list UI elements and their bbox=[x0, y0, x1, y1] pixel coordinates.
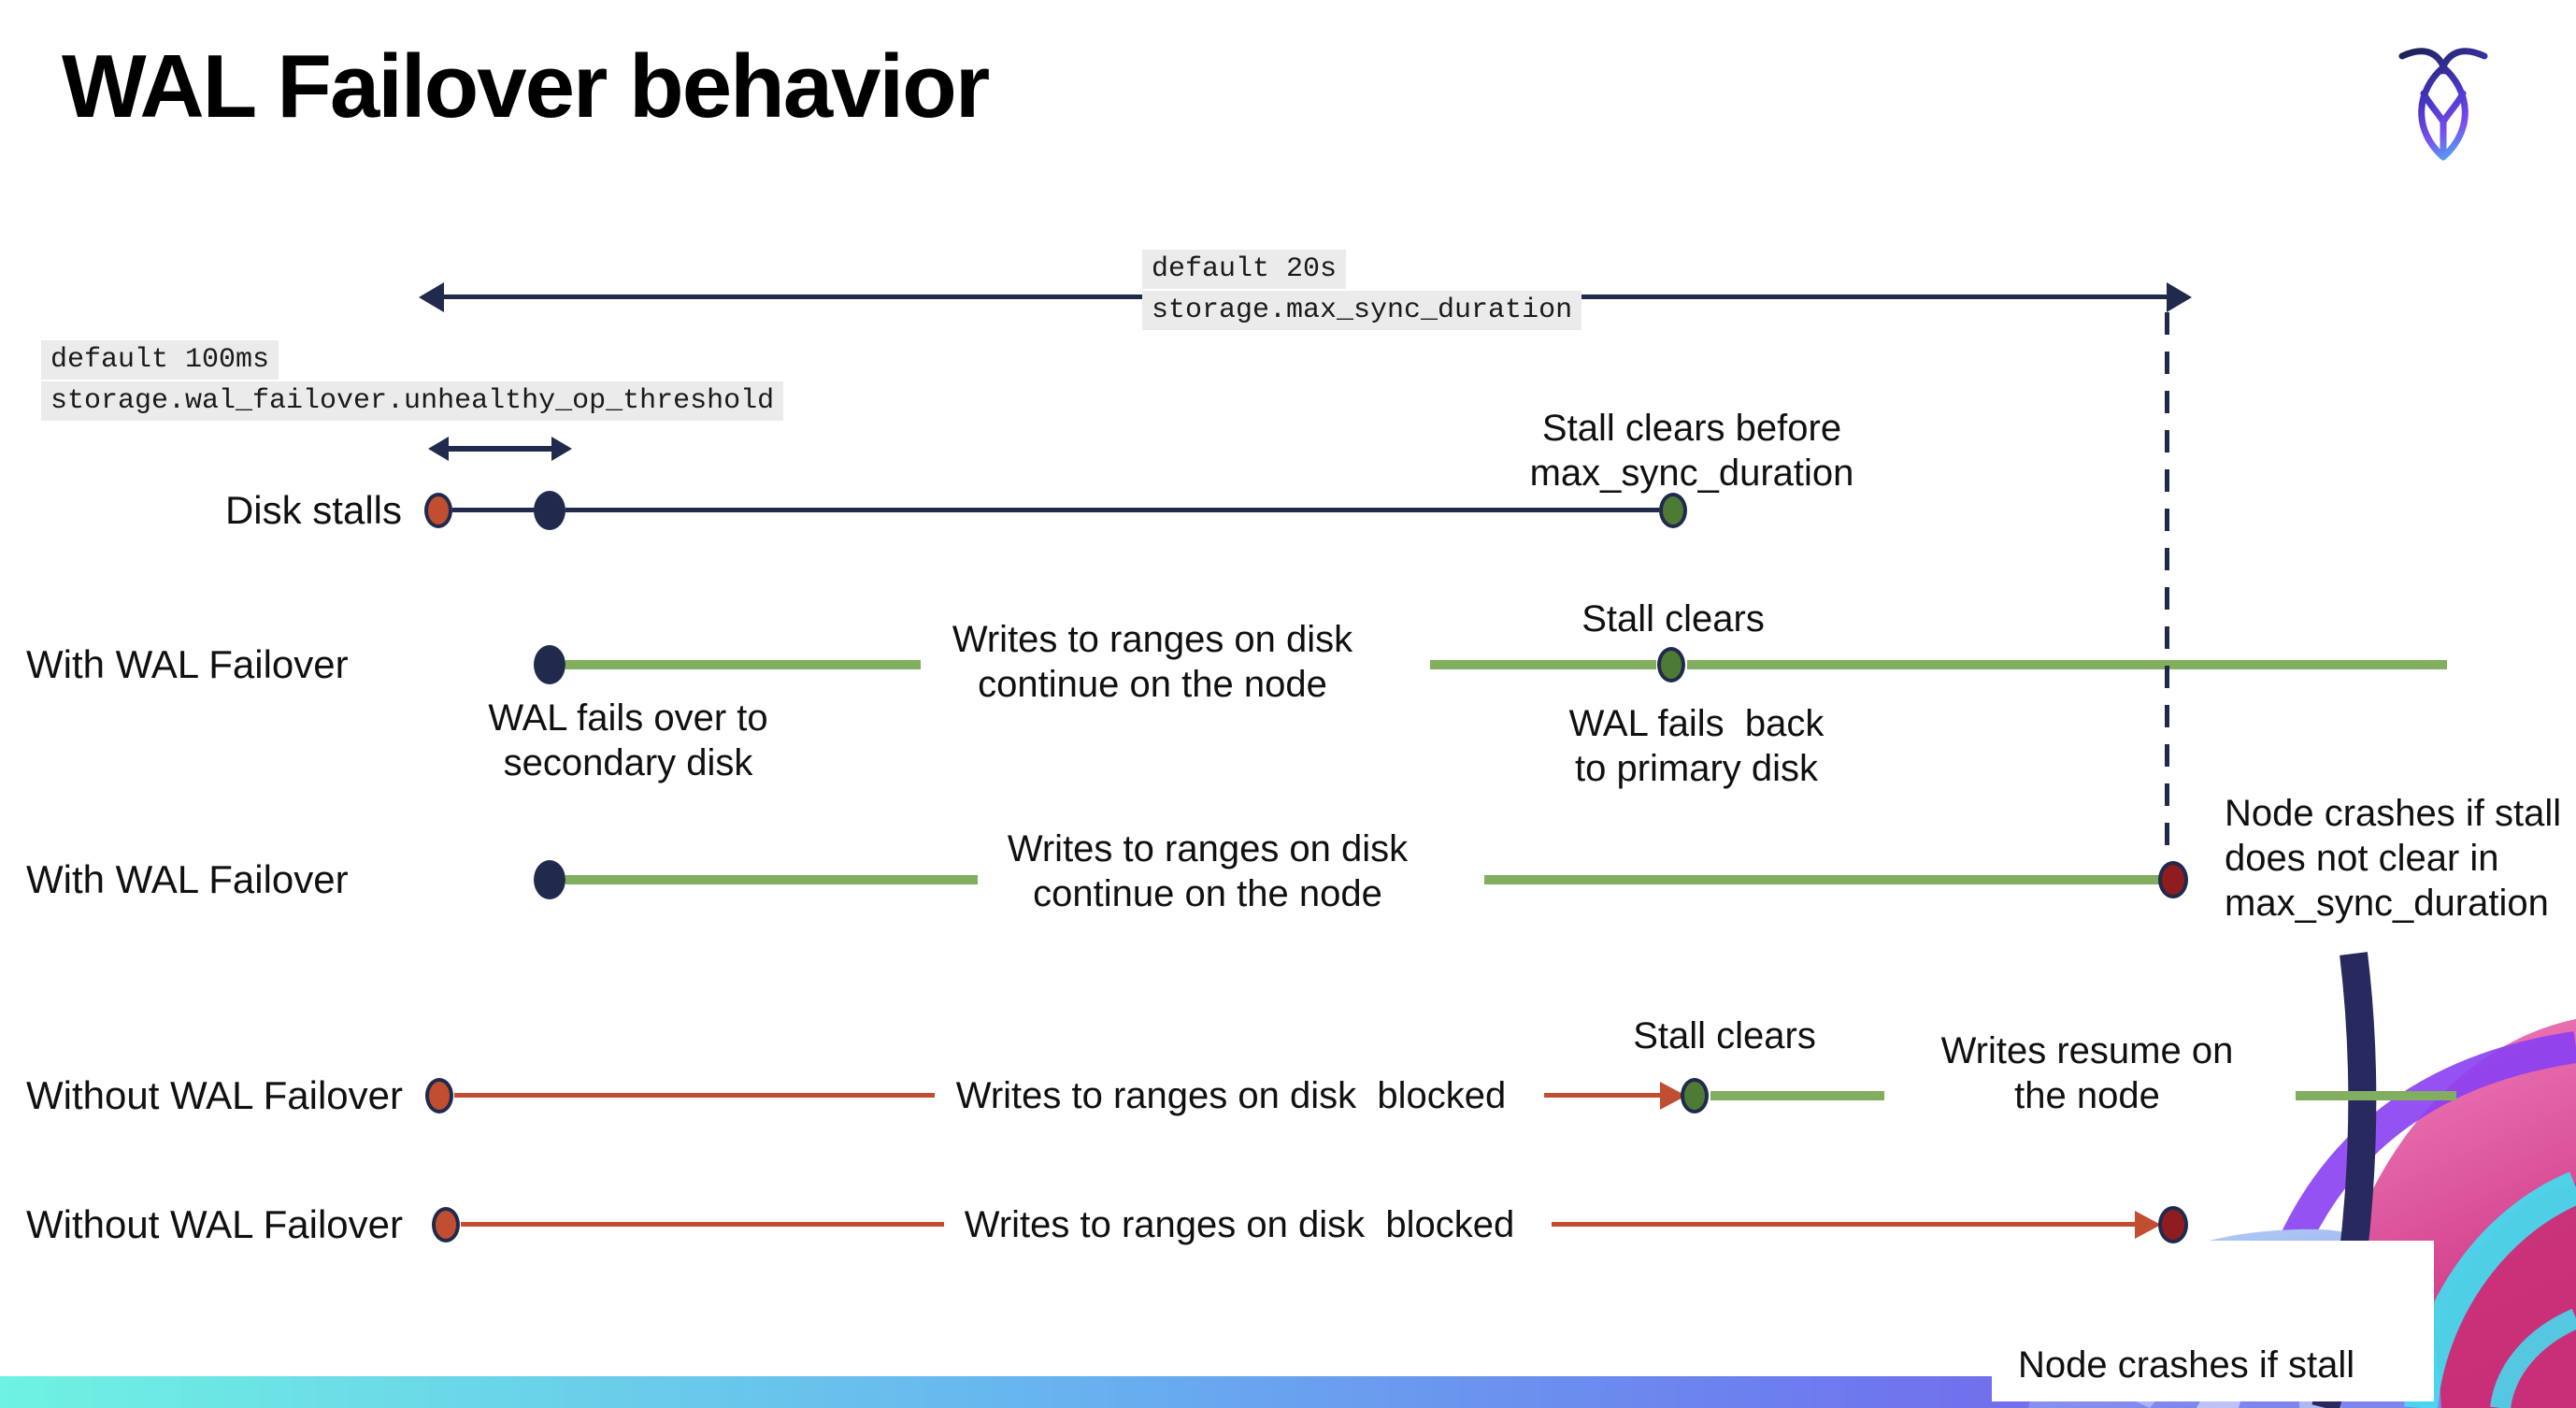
red-arrowhead-icon bbox=[2135, 1211, 2161, 1239]
healthy-writes-segment bbox=[565, 875, 978, 884]
threshold-span-line bbox=[445, 446, 555, 452]
healthy-writes-segment bbox=[565, 660, 921, 669]
annotation-line: max_sync_duration bbox=[1529, 453, 1854, 494]
healthy-writes-segment bbox=[2296, 1091, 2456, 1100]
annotation-line: continue on the node bbox=[1033, 873, 1382, 914]
failover-dot bbox=[534, 860, 565, 899]
timeline-label-without-wal-failover: Without WAL Failover bbox=[26, 1202, 403, 1246]
page-title: WAL Failover behavior bbox=[62, 36, 990, 136]
timeline-label-disk-stalls: Disk stalls bbox=[224, 488, 402, 532]
healthy-writes-segment bbox=[1710, 1091, 1884, 1100]
timeline-label-without-wal-failover: Without WAL Failover bbox=[26, 1073, 403, 1117]
threshold-setting-label: storage.wal_failover.unhealthy_op_thresh… bbox=[41, 381, 784, 421]
annotation-line: secondary disk bbox=[503, 742, 753, 783]
annotation-line: continue on the node bbox=[978, 664, 1327, 705]
annotation-writes-blocked: Writes to ranges on disk blocked bbox=[946, 1073, 1516, 1118]
disk-stall-start-dot bbox=[425, 1078, 453, 1113]
annotation-node-crashes: Node crashes if stall does not clear in … bbox=[2225, 791, 2576, 926]
annotation-writes-blocked: Writes to ranges on disk blocked bbox=[954, 1202, 1524, 1247]
disk-stall-start-dot bbox=[424, 493, 452, 528]
annotation-stall-clears: Stall clears bbox=[1533, 596, 1813, 641]
failover-threshold-dot bbox=[534, 491, 565, 530]
annotation-line: Node crashes if stall bbox=[2018, 1344, 2355, 1386]
timeline-segment bbox=[565, 508, 1659, 512]
annotation-line: Stall clears bbox=[1581, 598, 1765, 639]
max-sync-default-label: default 20s bbox=[1142, 250, 1347, 289]
disk-stall-start-dot bbox=[432, 1207, 460, 1243]
stall-clears-dot bbox=[1659, 493, 1687, 528]
threshold-default-label: default 100ms bbox=[41, 340, 279, 380]
annotation-line: Writes to ranges on disk bbox=[952, 619, 1353, 660]
annotation-line: does not clear in bbox=[2225, 838, 2499, 879]
timeline-segment bbox=[452, 508, 535, 512]
blocked-writes-segment bbox=[1552, 1222, 2135, 1227]
blocked-writes-segment bbox=[1544, 1093, 1660, 1098]
healthy-writes-segment bbox=[1430, 660, 1656, 669]
arrowhead-left-icon bbox=[428, 437, 449, 461]
node-crash-dot bbox=[2158, 861, 2188, 898]
annotation-line: Writes to ranges on disk bbox=[1007, 828, 1409, 869]
max-sync-deadline-dashed-line bbox=[2165, 312, 2169, 858]
node-crash-callout: Node crashes if stall does not clear in … bbox=[1992, 1241, 2434, 1401]
cockroachdb-logo-icon bbox=[2398, 48, 2488, 161]
annotation-node-crashes: Node crashes if stall does not clear in … bbox=[2018, 1256, 2354, 1408]
annotation-writes-continue: Writes to ranges on disk continue on the… bbox=[947, 617, 1358, 707]
annotation-wal-fails-over: WAL fails over to secondary disk bbox=[441, 696, 815, 785]
timeline-label-with-wal-failover: With WAL Failover bbox=[26, 642, 349, 686]
annotation-line: Writes to ranges on disk blocked bbox=[964, 1204, 1515, 1245]
arrowhead-right-icon bbox=[551, 437, 572, 461]
annotation-line: Writes resume on bbox=[1940, 1030, 2234, 1071]
max-sync-setting-label: storage.max_sync_duration bbox=[1142, 291, 1582, 330]
annotation-line: Stall clears before bbox=[1541, 408, 1842, 449]
annotation-line: WAL fails over to bbox=[488, 697, 768, 739]
stall-clears-dot bbox=[1657, 647, 1685, 682]
healthy-writes-segment bbox=[1484, 875, 2159, 884]
healthy-writes-segment bbox=[1687, 660, 2447, 669]
annotation-line: to primary disk bbox=[1574, 748, 1819, 789]
timeline-label-with-wal-failover: With WAL Failover bbox=[26, 857, 349, 901]
annotation-line: WAL fails back bbox=[1568, 703, 1825, 744]
blocked-writes-segment bbox=[454, 1093, 935, 1098]
annotation-line: Writes to ranges on disk blocked bbox=[955, 1075, 1507, 1116]
annotation-line: max_sync_duration bbox=[2225, 883, 2549, 924]
annotation-line: Node crashes if stall bbox=[2225, 793, 2562, 834]
annotation-writes-continue: Writes to ranges on disk continue on the… bbox=[1002, 826, 1413, 916]
annotation-stall-clears: Stall clears bbox=[1584, 1013, 1865, 1058]
annotation-writes-resume: Writes resume on the node bbox=[1900, 1028, 2274, 1118]
stall-clears-dot bbox=[1681, 1078, 1709, 1113]
annotation-wal-fails-back: WAL fails back to primary disk bbox=[1510, 701, 1883, 791]
annotation-line: the node bbox=[2014, 1075, 2160, 1116]
arrowhead-left-icon bbox=[419, 282, 444, 312]
failover-dot bbox=[534, 645, 565, 684]
blocked-writes-segment bbox=[461, 1222, 944, 1227]
annotation-line: Stall clears bbox=[1633, 1015, 1816, 1056]
node-crash-dot bbox=[2158, 1206, 2188, 1243]
arrowhead-right-icon bbox=[2167, 282, 2192, 312]
annotation-stall-clears-before: Stall clears before max_sync_duration bbox=[1458, 406, 1925, 496]
